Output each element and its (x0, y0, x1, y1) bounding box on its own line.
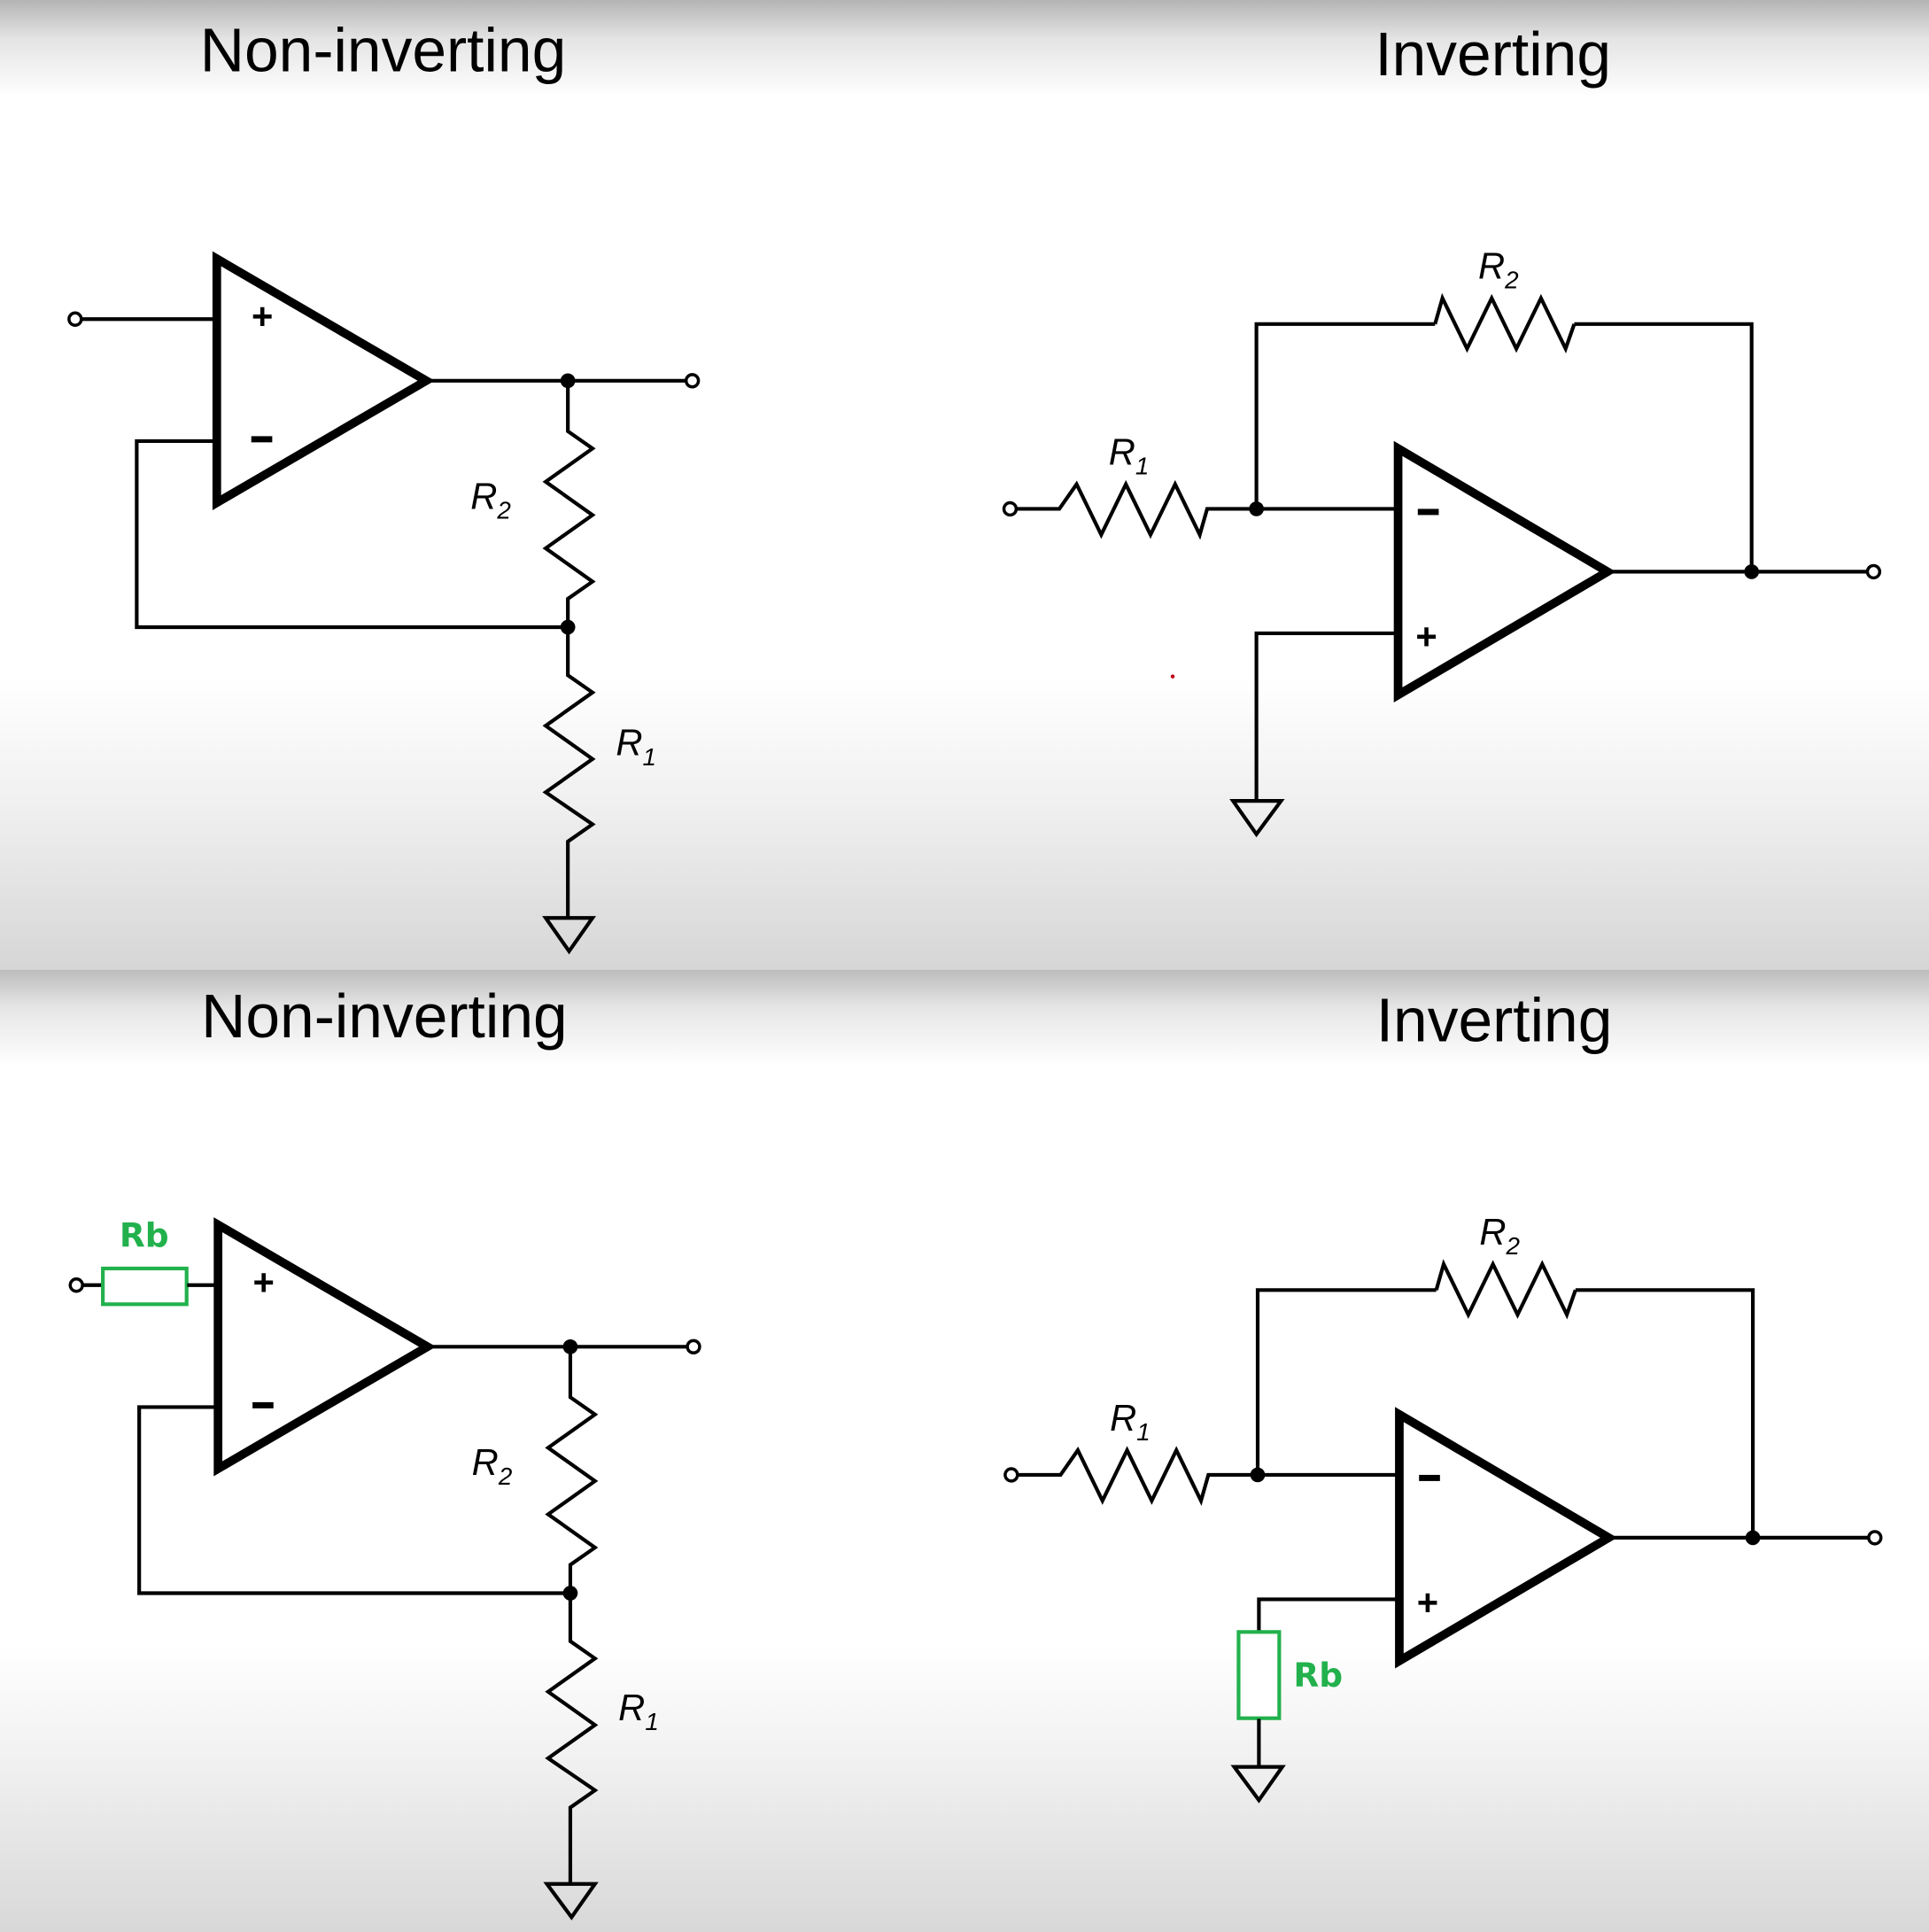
bottom-panel: Non-inverting Rb + R2 R1 Inverting (0, 969, 1929, 1932)
plus-input-wire (1257, 1597, 1399, 1632)
ground-icon (1229, 799, 1285, 838)
output-junction-dot (1745, 1530, 1761, 1546)
inverting-circuit: Inverting R1 R2 + (1002, 19, 1882, 838)
resistor-r2-zigzag (545, 1346, 599, 1594)
input-terminal (1002, 500, 1019, 517)
stray-red-dot (1170, 674, 1175, 679)
top-panel: Non-inverting + R2 R1 Inverting R1 (0, 0, 1929, 970)
opamp-plus-sign: + (1417, 1582, 1438, 1624)
ground-icon (1230, 1765, 1286, 1804)
opamp-symbol (213, 1217, 437, 1477)
feedback-wire-right (1574, 322, 1754, 572)
non-inverting-title: Non-inverting (200, 16, 567, 85)
ground-icon (542, 916, 596, 955)
rb-resistor (101, 1266, 189, 1307)
top-panel-background (0, 0, 1929, 970)
rb-label: Rb (120, 1216, 169, 1255)
plus-input-wire (1254, 631, 1398, 802)
resistor-r1-label: R1 (618, 1687, 659, 1735)
opamp-minus-sign (1417, 508, 1439, 516)
input-terminal (68, 1277, 84, 1293)
output-terminal (1867, 1530, 1883, 1546)
opamp-symbol (212, 251, 435, 510)
non-inverting-title: Non-inverting (201, 982, 568, 1051)
opamp-plus-sign: + (252, 295, 273, 337)
resistor-r2-label: R2 (470, 475, 511, 524)
resistor-r1-label: R1 (616, 722, 656, 771)
resistor-r2-label: R2 (472, 1441, 513, 1490)
resistor-r2-label: R2 (1479, 1211, 1520, 1260)
resistor-r1-zigzag (542, 626, 596, 919)
output-junction-dot (1744, 564, 1760, 579)
resistor-r1-label: R1 (1109, 431, 1150, 479)
resistor-r1-zigzag (545, 1593, 599, 1884)
ground-icon (543, 1882, 599, 1920)
output-terminal (1865, 563, 1882, 580)
output-junction-dot (560, 373, 576, 389)
opamp-plus-sign: + (1415, 616, 1437, 657)
input-terminal (67, 311, 83, 327)
feedback-wire (135, 438, 569, 630)
rb-label: Rb (1293, 1656, 1343, 1695)
feedback-wire (137, 1405, 570, 1595)
opamp-symbol (1395, 1407, 1617, 1669)
resistor-r1-zigzag (1016, 479, 1257, 540)
bottom-panel-background (0, 969, 1929, 1932)
inverting-title: Inverting (1375, 19, 1611, 89)
inverting-circuit-with-rb: Inverting R1 R2 + Rb (1003, 985, 1883, 1804)
input-terminal (1003, 1467, 1019, 1483)
opamp-plus-sign: + (252, 1261, 274, 1303)
resistor-r1-zigzag (1017, 1446, 1259, 1506)
non-inverting-circuit: Non-inverting + R2 R1 (67, 16, 701, 955)
non-inverting-circuit-with-rb: Non-inverting Rb + R2 R1 (68, 982, 701, 1920)
inverting-title: Inverting (1376, 985, 1613, 1054)
feedback-wire-left (1255, 1288, 1437, 1475)
opamp-minus-sign (251, 436, 273, 443)
resistor-r2-zigzag (542, 380, 596, 627)
resistor-r2-label: R2 (1478, 244, 1519, 293)
output-terminal (684, 373, 701, 389)
output-terminal (686, 1338, 701, 1354)
resistor-r1-label: R1 (1110, 1397, 1150, 1446)
opamp-minus-sign (1419, 1474, 1440, 1481)
resistor-r2-zigzag (1434, 1259, 1577, 1320)
opamp-minus-sign (252, 1401, 274, 1408)
feedback-wire-right (1575, 1288, 1755, 1538)
resistor-r2-zigzag (1433, 292, 1577, 354)
feedback-wire-left (1254, 322, 1436, 509)
opamp-symbol (1393, 440, 1616, 703)
rb-resistor (1236, 1630, 1282, 1720)
